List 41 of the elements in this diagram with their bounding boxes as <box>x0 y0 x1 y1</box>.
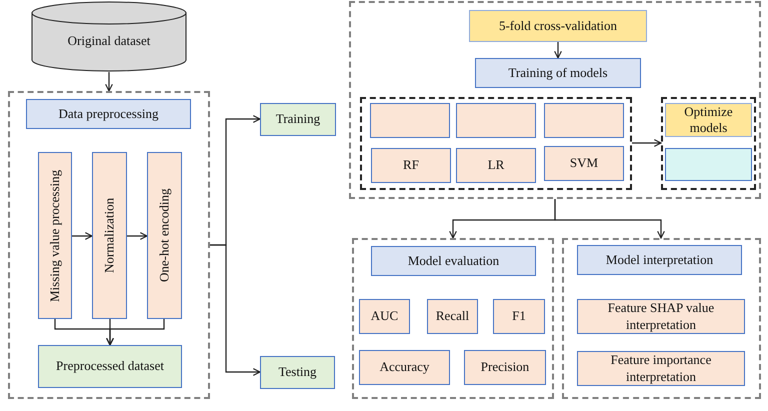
model-box <box>370 103 450 138</box>
dashed-group-frame <box>352 238 554 399</box>
process-box: Feature importance interpretation <box>577 351 745 386</box>
process-box: Missing value processing <box>38 152 72 319</box>
arrow <box>106 319 165 346</box>
process-box: Model evaluation <box>371 246 536 276</box>
arrow <box>554 199 665 239</box>
process-box: One-hot encoding <box>147 152 182 319</box>
process-box: Feature SHAP value interpretation <box>577 299 745 334</box>
model-box: LR <box>456 148 536 183</box>
arrow <box>632 139 662 147</box>
metric-box: F1 <box>493 299 545 334</box>
model-box: RF <box>371 148 451 183</box>
process-box: Model interpretation <box>577 245 742 275</box>
process-box: 5-fold cross-validation <box>469 10 647 42</box>
process-box: Data preprocessing <box>26 99 191 129</box>
dashed-group-frame <box>562 238 761 399</box>
model-box <box>544 103 624 138</box>
metric-box: AUC <box>359 299 410 334</box>
process-box: Training of models <box>475 58 641 88</box>
node-label: Original dataset <box>68 32 150 50</box>
arrow <box>210 244 261 376</box>
process-box: Optimize models <box>665 103 752 137</box>
model-box: SVM <box>544 146 624 181</box>
process-box: Preprocessed dataset <box>38 345 182 388</box>
dashed-group-frame <box>8 91 210 399</box>
dashed-group-frame <box>661 97 756 190</box>
arrow <box>72 232 93 240</box>
process-box: Normalization <box>92 152 127 319</box>
process-box: Training <box>260 103 336 136</box>
arrow <box>554 42 562 59</box>
dashed-group-frame <box>349 1 761 199</box>
process-box: Testing <box>260 356 335 389</box>
process-box <box>665 148 752 181</box>
dashed-group-frame <box>360 97 632 190</box>
model-box <box>456 103 536 138</box>
arrow <box>105 72 113 92</box>
metric-box: Precision <box>464 350 546 385</box>
arrow <box>127 232 148 240</box>
metric-box: Recall <box>427 299 478 334</box>
metric-box: Accuracy <box>359 350 450 385</box>
